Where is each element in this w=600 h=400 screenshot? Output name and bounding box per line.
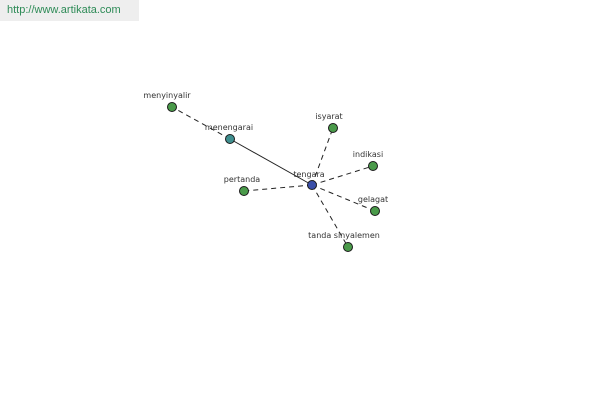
node-menengarai[interactable]: menengarai: [205, 123, 253, 144]
node-marker-indikasi[interactable]: [368, 161, 378, 171]
node-marker-tanda_sinyalemen[interactable]: [343, 242, 353, 252]
node-marker-pertanda[interactable]: [239, 186, 249, 196]
node-marker-gelagat[interactable]: [370, 206, 380, 216]
node-isyarat[interactable]: isyarat: [315, 112, 343, 133]
node-label-menengarai[interactable]: menengarai: [205, 123, 253, 132]
node-label-pertanda[interactable]: pertanda: [224, 175, 260, 184]
node-pertanda[interactable]: pertanda: [224, 175, 260, 196]
node-label-menyinyalir[interactable]: menyinyalir: [143, 91, 191, 100]
node-label-tanda_sinyalemen[interactable]: tanda sinyalemen: [308, 231, 380, 240]
node-label-gelagat[interactable]: gelagat: [358, 195, 388, 204]
edge-menengarai-menyinyalir: [171, 106, 231, 140]
edge-tengara-isyarat: [311, 127, 334, 186]
edge-tengara-gelagat: [311, 184, 376, 212]
edge-tengara-indikasi: [311, 165, 374, 186]
node-marker-menengarai[interactable]: [225, 134, 235, 144]
edge-tengara-tanda_sinyalemen: [311, 184, 349, 248]
node-marker-menyinyalir[interactable]: [167, 102, 177, 112]
node-tanda_sinyalemen[interactable]: tanda sinyalemen: [308, 231, 380, 252]
edges-layer: [171, 106, 376, 248]
node-label-tengara[interactable]: tengara: [293, 170, 324, 179]
node-tengara[interactable]: tengara: [293, 170, 325, 190]
node-indikasi[interactable]: indikasi: [353, 150, 383, 171]
edge-tengara-menengarai: [229, 138, 313, 186]
node-marker-tengara[interactable]: [307, 180, 317, 190]
node-gelagat[interactable]: gelagat: [358, 195, 388, 216]
node-label-isyarat[interactable]: isyarat: [315, 112, 342, 121]
nodes-layer: tengara menengarai menyinyalir isyarat indik…: [143, 91, 388, 252]
node-menyinyalir[interactable]: menyinyalir: [143, 91, 191, 112]
node-marker-isyarat[interactable]: [328, 123, 338, 133]
source-link[interactable]: http://www.artikata.com: [0, 0, 139, 21]
node-label-indikasi[interactable]: indikasi: [353, 150, 383, 159]
edge-tengara-pertanda: [243, 184, 313, 192]
